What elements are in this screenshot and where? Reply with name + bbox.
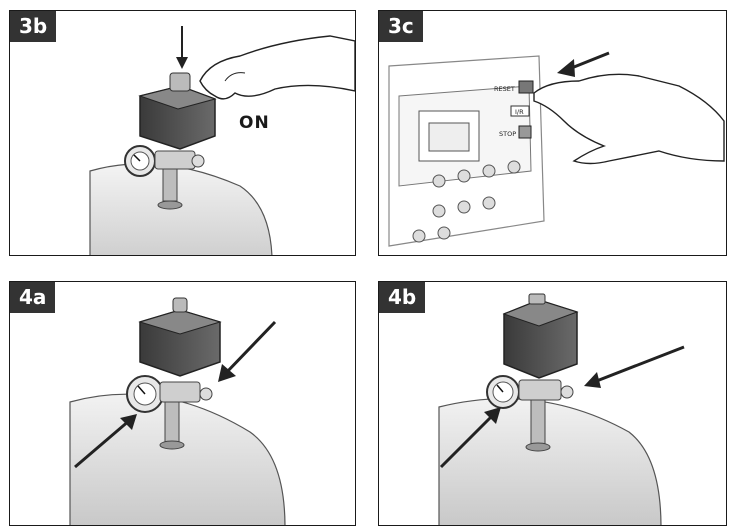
stop-button-label: STOP — [499, 130, 516, 138]
panel-3b: 3b ON — [9, 10, 356, 256]
pressure-switch-on-illustration — [89, 26, 355, 255]
pressure-switch-valves-illustration-4b — [438, 293, 685, 525]
panel-4a: 4a — [9, 281, 356, 526]
panel-4b: 4b — [378, 281, 727, 526]
panel-label-4b: 4b — [379, 282, 426, 313]
panel-3c: 3c RESET I/R STOP — [378, 10, 727, 256]
panel-label-4a: 4a — [10, 282, 56, 313]
panel-label-3c: 3c — [379, 11, 423, 42]
pressure-switch-valves-illustration-4a — [69, 297, 286, 525]
control-panel-reset-illustration: RESET I/R STOP — [388, 51, 725, 247]
panel-label-3b: 3b — [10, 11, 57, 42]
ir-button-label: I/R — [515, 108, 524, 116]
on-label: ON — [239, 113, 270, 133]
reset-button-label: RESET — [494, 85, 515, 93]
